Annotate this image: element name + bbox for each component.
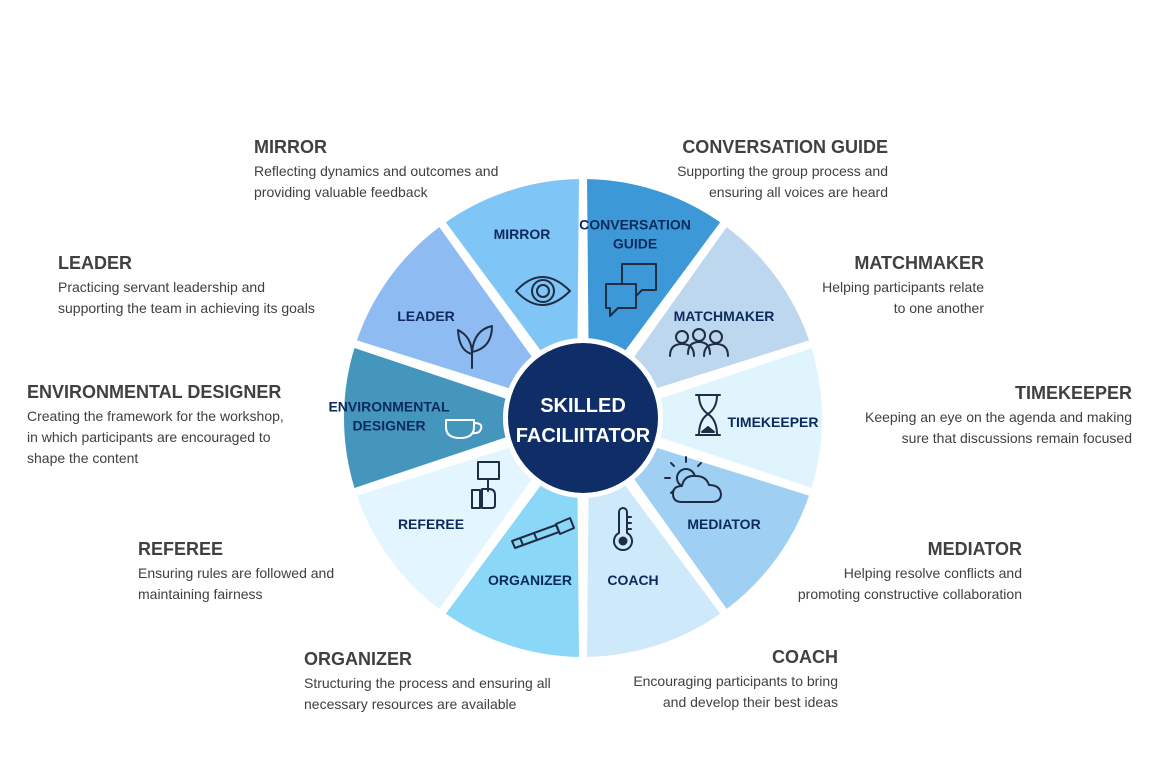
- description-text-line: Creating the framework for the workshop,: [27, 408, 284, 424]
- description-text-line: Helping participants relate: [822, 279, 984, 295]
- description-title: LEADER: [58, 253, 133, 273]
- wedge-referee: [351, 442, 538, 615]
- description-text-line: Helping resolve conflicts and: [843, 565, 1022, 581]
- wedge-label-matchmaker: MATCHMAKER: [674, 308, 775, 324]
- description-title: COACH: [772, 647, 838, 667]
- wedge-label-conversation-guide-line2: GUIDE: [613, 236, 657, 252]
- chat-bubbles-icon: [605, 263, 657, 317]
- description-text-line: Practicing servant leadership and: [58, 279, 266, 295]
- description-coach: COACH Encouraging participants to bring an…: [498, 646, 838, 713]
- center-title-line2: FACILIITATOR: [516, 425, 651, 447]
- center-title-line1: SKILLED: [540, 395, 626, 417]
- description-title: MIRROR: [254, 137, 327, 157]
- description-title: ENVIRONMENTAL DESIGNER: [27, 382, 282, 402]
- wedge-label-environmental-designer-line2: DESIGNER: [352, 418, 425, 434]
- wedge-label-organizer: ORGANIZER: [488, 572, 572, 588]
- wedge-label-coach: COACH: [607, 572, 658, 588]
- description-text-line: and develop their best ideas: [662, 694, 838, 710]
- description-leader: LEADER Practicing servant leadership and s…: [58, 252, 398, 319]
- wedge-label-environmental-designer-line1: ENVIRONMENTAL: [328, 399, 450, 415]
- description-text-line: Keeping an eye on the agenda and making: [865, 409, 1132, 425]
- thumbs-up-sign-icon: [471, 461, 500, 509]
- wedge-mirror: [440, 174, 584, 356]
- description-text-line: sure that discussions remain focused: [901, 430, 1132, 446]
- description-text-line: in which participants are encouraged to: [27, 429, 271, 445]
- coffee-cup-icon: [445, 419, 483, 439]
- description-text-line: to one another: [893, 300, 984, 316]
- description-text-line: Supporting the group process and: [677, 163, 888, 179]
- description-text-line: supporting the team in achieving its goa…: [58, 300, 315, 316]
- wedge-matchmaker: [628, 221, 815, 394]
- description-text-line: Reflecting dynamics and outcomes and: [254, 163, 499, 179]
- wedge-label-leader: LEADER: [397, 308, 455, 324]
- hourglass-icon: [695, 394, 721, 436]
- description-text-line: Ensuring rules are followed and: [138, 565, 335, 581]
- wedge-label-conversation-guide-line1: CONVERSATION: [579, 217, 691, 233]
- description-text-line: providing valuable feedback: [254, 184, 428, 200]
- leaves-icon: [457, 325, 493, 369]
- center-hub: SKILLED FACILIITATOR: [508, 343, 658, 493]
- description-mediator: MEDIATOR Helping resolve conflicts and pro…: [682, 538, 1022, 605]
- telescope-icon: [511, 517, 575, 549]
- center-circle: [508, 343, 658, 493]
- description-title: MATCHMAKER: [854, 253, 984, 273]
- wheel-icons: [445, 263, 729, 552]
- sun-cloud-icon: [664, 456, 722, 503]
- description-timekeeper: TIMEKEEPER Keeping an eye on the agenda a…: [792, 382, 1132, 449]
- wheel-wedges: [340, 174, 826, 662]
- description-mirror: MIRROR Reflecting dynamics and outcomes a…: [254, 136, 594, 203]
- description-title: ORGANIZER: [304, 649, 412, 669]
- description-title: MEDIATOR: [927, 539, 1022, 559]
- wedge-environmental-designer: [340, 342, 511, 494]
- wedge-leader: [351, 221, 538, 394]
- description-text-line: necessary resources are available: [304, 696, 517, 712]
- wedge-label-mediator: MEDIATOR: [687, 516, 760, 532]
- wedge-label-timekeeper: TIMEKEEPER: [727, 414, 818, 430]
- description-matchmaker: MATCHMAKER Helping participants relate to …: [644, 252, 984, 319]
- description-text-line: maintaining fairness: [138, 586, 263, 602]
- eye-icon: [515, 276, 571, 306]
- description-text-line: Encouraging participants to bring: [633, 673, 838, 689]
- description-title: TIMEKEEPER: [1014, 383, 1132, 403]
- wedge-organizer: [440, 480, 584, 662]
- description-text-line: promoting constructive collaboration: [797, 586, 1022, 602]
- description-text-line: shape the content: [27, 450, 139, 466]
- thermometer-icon: [613, 507, 633, 552]
- description-text-line: Structuring the process and ensuring all: [304, 675, 551, 691]
- description-text-line: ensuring all voices are heard: [709, 184, 888, 200]
- wedge-timekeeper: [655, 342, 826, 494]
- wedge-label-mirror: MIRROR: [494, 226, 551, 242]
- people-group-icon: [669, 328, 729, 357]
- description-environmental-designer: ENVIRONMENTAL DESIGNER Creating the frame…: [27, 381, 367, 469]
- description-conversation-guide: CONVERSATION GUIDE Supporting the group p…: [548, 136, 888, 203]
- wedge-label-referee: REFEREE: [398, 516, 464, 532]
- description-referee: REFEREE Ensuring rules are followed and ma…: [138, 538, 478, 605]
- description-organizer: ORGANIZER Structuring the process and ens…: [304, 648, 644, 715]
- description-title: CONVERSATION GUIDE: [682, 137, 888, 157]
- wedge-labels: CONVERSATION GUIDE MATCHMAKER TIMEKEEPER MED…: [328, 217, 818, 589]
- description-title: REFEREE: [138, 539, 224, 559]
